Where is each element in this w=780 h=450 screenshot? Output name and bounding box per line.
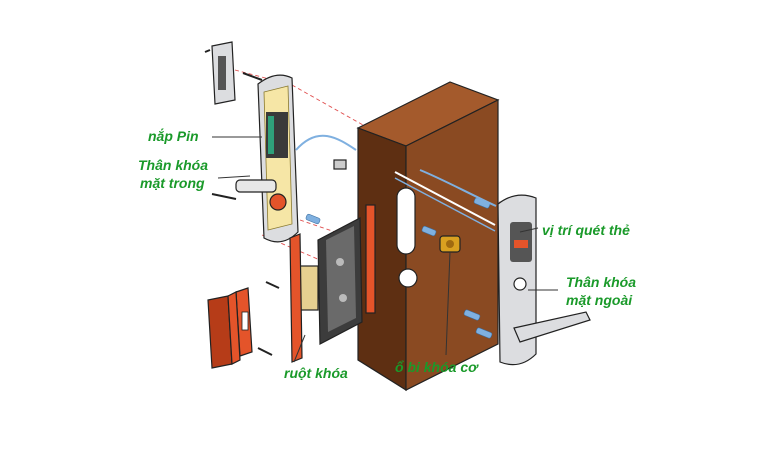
cable-icon (295, 134, 357, 151)
inner-spindle-icon (269, 193, 287, 211)
battery-cover (204, 41, 263, 105)
inner-handle-icon (235, 179, 277, 193)
label-outer-body-line2: mặt ngoài (566, 292, 633, 308)
screw-icon (242, 72, 263, 81)
screw-icon (257, 347, 273, 356)
labels: nắp Pin Thân khóa mặt trong ruột khóa ổ … (138, 127, 636, 381)
leader-lines (212, 136, 558, 363)
mortise-faceplate (289, 233, 303, 363)
door-cylinder-hole (398, 268, 418, 288)
label-inner-body-line1: Thân khóa (138, 157, 208, 173)
label-outer-body-line1: Thân khóa (566, 274, 636, 290)
label-mortise: ruột khóa (284, 365, 348, 381)
label-card-area: vị trí quét thẻ (542, 222, 630, 238)
label-battery-cover: nắp Pin (148, 127, 199, 144)
lock-cylinder (439, 235, 461, 253)
label-cylinder: ổ bi khóa cơ (395, 359, 479, 375)
door-panel (356, 81, 500, 392)
strike-assembly (207, 281, 280, 369)
inner-lock-body (211, 74, 357, 243)
keyhole-icon (513, 277, 527, 291)
battery-slot-icon (218, 56, 226, 90)
mortise-lock (289, 217, 363, 363)
screw-icon (211, 193, 237, 200)
screw-icon (265, 281, 280, 289)
outer-handle-icon (513, 311, 591, 343)
mounting-screws (305, 197, 493, 339)
mortise-latch-bolt (299, 265, 319, 311)
connector-icon (333, 159, 347, 170)
door-edge-faceplate (365, 204, 376, 314)
cable-icon (419, 169, 497, 207)
outer-lock-body (419, 169, 591, 366)
door-latch-slot (396, 187, 416, 255)
label-inner-body-line2: mặt trong (140, 175, 205, 191)
